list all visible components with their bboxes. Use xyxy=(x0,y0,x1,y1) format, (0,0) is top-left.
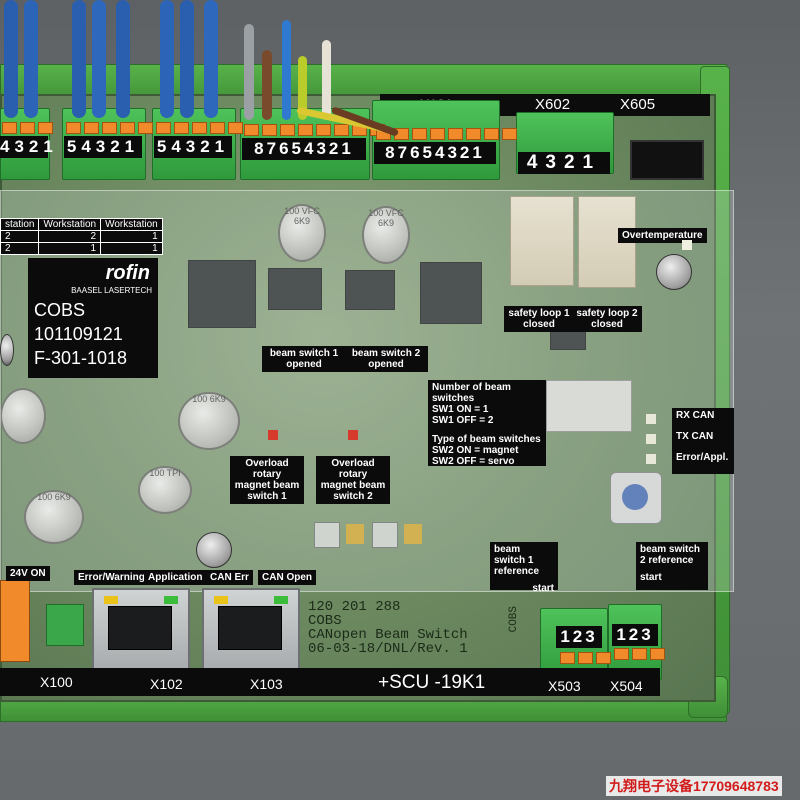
tactile-button xyxy=(314,522,340,548)
terminal-numbers-2: 54321 xyxy=(64,136,142,158)
ethernet-port-x103[interactable] xyxy=(202,588,300,672)
tactile-button xyxy=(346,524,364,544)
watermark-text: 九翔电子设备17709648783 xyxy=(606,776,782,796)
model-name: COBS xyxy=(34,300,86,320)
terminal-numbers-5: 87654321 xyxy=(374,142,496,164)
terminal-numbers-6: 4321 xyxy=(518,152,610,174)
silkscreen-side: COBS xyxy=(508,606,520,633)
24v-on-label: 24V ON xyxy=(6,566,50,581)
orange-clamps-x504 xyxy=(614,648,665,660)
terminal-numbers-x504: 123 xyxy=(612,624,658,646)
capacitor: 100 TPI xyxy=(138,466,192,514)
led xyxy=(268,430,278,440)
transparent-cover xyxy=(0,190,734,592)
terminal-numbers-4: 87654321 xyxy=(242,138,366,160)
silkscreen-text: 120 201 288 COBS CANopen Beam Switch 06-… xyxy=(308,599,468,657)
overload-beam-switch-1-label: Overload rotary magnet beam switch 1 xyxy=(230,456,304,504)
beam-switch-2-reference-label: beam switch 2 reference start xyxy=(636,542,708,590)
scu-label: +SCU -19K1 xyxy=(378,672,486,694)
led xyxy=(646,454,656,464)
driver-chip xyxy=(268,268,322,310)
white-wire xyxy=(322,40,331,120)
beam-switch-1-reference-label: beam switch 1 reference start xyxy=(490,542,558,594)
sub-brand: BAASEL LASERTECH xyxy=(71,286,152,295)
x605-label: X605 xyxy=(620,96,656,113)
x100-label: X100 xyxy=(40,674,73,690)
x103-label: X103 xyxy=(250,676,283,692)
x102-label: X102 xyxy=(150,676,183,692)
capacitor: 100 6K9 xyxy=(24,490,84,544)
can-controller-chip xyxy=(420,262,482,324)
gray-wire xyxy=(244,24,254,120)
green-connector-left xyxy=(46,604,84,646)
microcontroller-chip xyxy=(188,260,256,328)
serial-number: F-301-1018 xyxy=(34,348,128,368)
overtemperature-label: Overtemperature xyxy=(618,228,707,243)
beam-switch-2-opened-label: beam switch 2 opened xyxy=(344,346,428,372)
port-led xyxy=(214,596,228,604)
rotary-knob xyxy=(622,484,648,510)
overload-beam-switch-2-label: Overload rotary magnet beam switch 2 xyxy=(316,456,390,504)
port-led xyxy=(164,596,178,604)
orange-clamps-x503 xyxy=(560,652,611,664)
blue-wire xyxy=(160,0,174,118)
blue-wire xyxy=(24,0,38,118)
green-yellow-wire xyxy=(298,56,307,120)
capacitor: 100 VFC 6K9 xyxy=(278,204,326,262)
orange-clamps-2 xyxy=(66,122,153,134)
driver-chip xyxy=(345,270,395,310)
blue-wire xyxy=(4,0,18,118)
error-warning-label: Error/Warning xyxy=(74,570,149,585)
capacitor: 100 6K9 xyxy=(178,392,240,450)
screw xyxy=(0,334,14,366)
terminal-numbers-1: 4321 xyxy=(0,136,58,158)
screw xyxy=(196,532,232,568)
tactile-button xyxy=(372,522,398,548)
capacitor xyxy=(0,388,46,444)
x504-label: X504 xyxy=(610,678,643,694)
can-open-label: CAN Open xyxy=(258,570,316,585)
brown-wire xyxy=(262,50,272,120)
blue-wire xyxy=(72,0,86,118)
terminal-block-5 xyxy=(372,100,500,180)
capacitor: 100 VFC 6K9 xyxy=(362,206,410,264)
can-status-labels: RX CAN TX CAN Error/Appl. xyxy=(672,408,734,474)
orange-clamps-1 xyxy=(2,122,53,134)
safety-relay-1 xyxy=(510,196,574,286)
screw xyxy=(656,254,692,290)
application-label: Application xyxy=(144,570,207,585)
orange-clamps-3 xyxy=(156,122,243,134)
product-label: rofin BAASEL LASERTECH COBS 101109121 F-… xyxy=(28,258,158,378)
blue-wire xyxy=(116,0,130,118)
can-err-label: CAN Err xyxy=(206,570,253,585)
blue-wire xyxy=(204,0,218,118)
terminal-numbers-3: 54321 xyxy=(154,136,232,158)
dip-switch-info: Number of beam switches SW1 ON = 1 SW1 O… xyxy=(428,380,546,467)
tactile-button xyxy=(404,524,422,544)
led xyxy=(646,434,656,444)
led xyxy=(682,240,692,250)
safety-loop-2-label: safety loop 2 closed xyxy=(572,306,642,332)
x602-label: X602 xyxy=(535,96,571,113)
led xyxy=(646,414,656,424)
brand-logo: rofin xyxy=(105,262,150,284)
safety-loop-1-label: safety loop 1 closed xyxy=(504,306,574,332)
led xyxy=(348,430,358,440)
white-connector xyxy=(546,380,632,432)
blue-wire xyxy=(92,0,106,118)
orange-connector-left xyxy=(0,580,30,662)
x503-label: X503 xyxy=(548,678,581,694)
blue-wire xyxy=(180,0,194,118)
orange-clamps-5 xyxy=(376,128,517,140)
ribbon-header-x605 xyxy=(630,140,704,180)
port-led xyxy=(104,596,118,604)
part-number: 101109121 xyxy=(34,324,123,344)
terminal-numbers-x503: 123 xyxy=(556,626,602,648)
blue-wire-thin xyxy=(282,20,291,120)
port-led xyxy=(274,596,288,604)
beam-switch-1-opened-label: beam switch 1 opened xyxy=(262,346,346,372)
